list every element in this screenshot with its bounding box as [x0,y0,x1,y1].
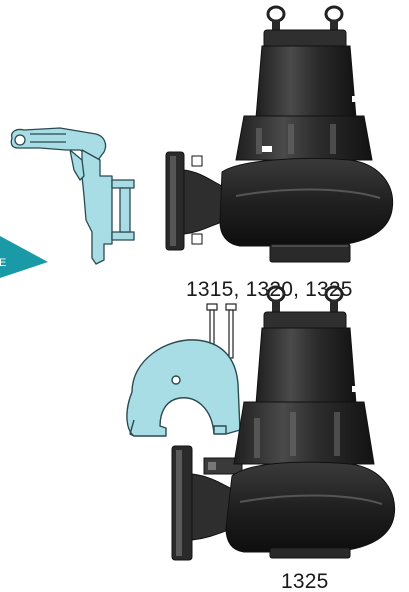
pump-body-bottom [225,285,396,559]
bottom-model-caption: 1325 [281,570,329,592]
adapter-plate-part [126,339,241,437]
pump-flange [165,151,223,251]
guide-bracket-part [10,127,135,265]
pump-body-top [219,5,394,263]
direction-arrow: E [0,236,48,278]
direction-arrow-label: E [0,257,6,269]
bottom-assembly: 1325 [126,285,396,592]
top-assembly: E [0,5,394,301]
